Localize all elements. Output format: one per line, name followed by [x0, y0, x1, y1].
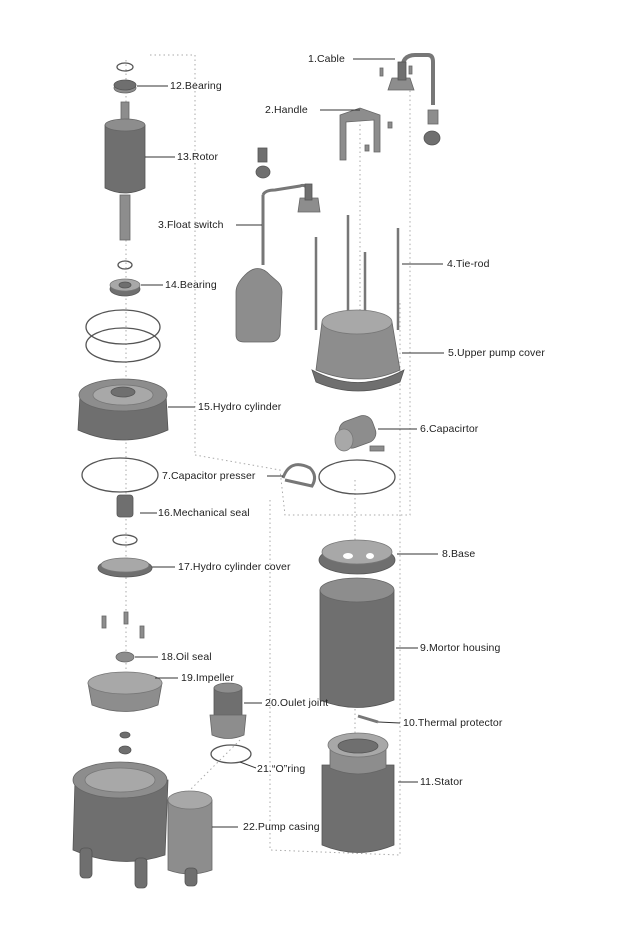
label-capacitor: 6.Capacirtor [420, 423, 479, 435]
handle-part [255, 107, 393, 179]
base-part [318, 539, 396, 575]
label-bearing-14: 14.Bearing [165, 279, 217, 291]
o-ring-2 [85, 327, 161, 363]
o-ring-under-hydro [81, 457, 159, 493]
thermal-protector-part [357, 714, 379, 724]
label-outlet-joint: 20.Oulet joint [265, 697, 329, 709]
label-tie-rod: 4.Tie-rod [447, 258, 490, 270]
cable-part [379, 53, 441, 146]
motor-housing-part [319, 577, 395, 708]
label-base: 8.Base [442, 548, 476, 560]
capacitor-part [334, 415, 385, 452]
bearing-lower-part [109, 260, 141, 297]
label-o-ring: 21.“O”ring [257, 763, 306, 775]
label-hydro-cylinder: 15.Hydro cylinder [198, 401, 282, 413]
o-ring-upper-right [318, 459, 396, 495]
o-ring-21-part [210, 744, 252, 764]
label-rotor: 13.Rotor [177, 151, 219, 163]
label-oil-seal: 18.Oil seal [161, 651, 212, 663]
pump-casing-part [72, 761, 213, 889]
leader-lines [135, 58, 444, 828]
stator-part [321, 732, 395, 853]
label-thermal-protector: 10.Thermal protector [403, 717, 503, 729]
hydro-cylinder-part [77, 378, 169, 441]
label-hydro-cylinder-cover: 17.Hydro cylinder cover [178, 561, 291, 573]
label-stator: 11.Stator [420, 776, 463, 788]
o-ring-1 [85, 309, 161, 345]
outlet-joint-part [209, 682, 247, 739]
oil-seal-part [115, 651, 135, 663]
label-pump-casing: 22.Pump casing [243, 821, 320, 833]
bearing-top-part [113, 62, 137, 94]
label-float-switch: 3.Float switch [158, 219, 224, 231]
label-upper-pump-cover: 5.Upper pump cover [448, 347, 545, 359]
label-impeller: 19.Impeller [181, 672, 235, 684]
impeller-part [87, 671, 163, 755]
label-handle: 2.Handle [265, 104, 308, 116]
label-mechanical-seal: 16.Mechanical seal [158, 507, 250, 519]
label-capacitor-presser: 7.Capacitor presser [162, 470, 256, 482]
capacitor-presser-part [281, 463, 317, 488]
hydro-cylinder-cover-part [97, 557, 153, 639]
label-bearing-12: 12.Bearing [170, 80, 222, 92]
upper-pump-cover-part [311, 309, 405, 392]
label-motor-housing: 9.Mortor housing [420, 642, 501, 654]
rotor-part [104, 101, 146, 241]
label-cable: 1.Cable [308, 53, 345, 65]
mechanical-seal-part [112, 494, 138, 546]
float-switch-part [235, 183, 321, 343]
